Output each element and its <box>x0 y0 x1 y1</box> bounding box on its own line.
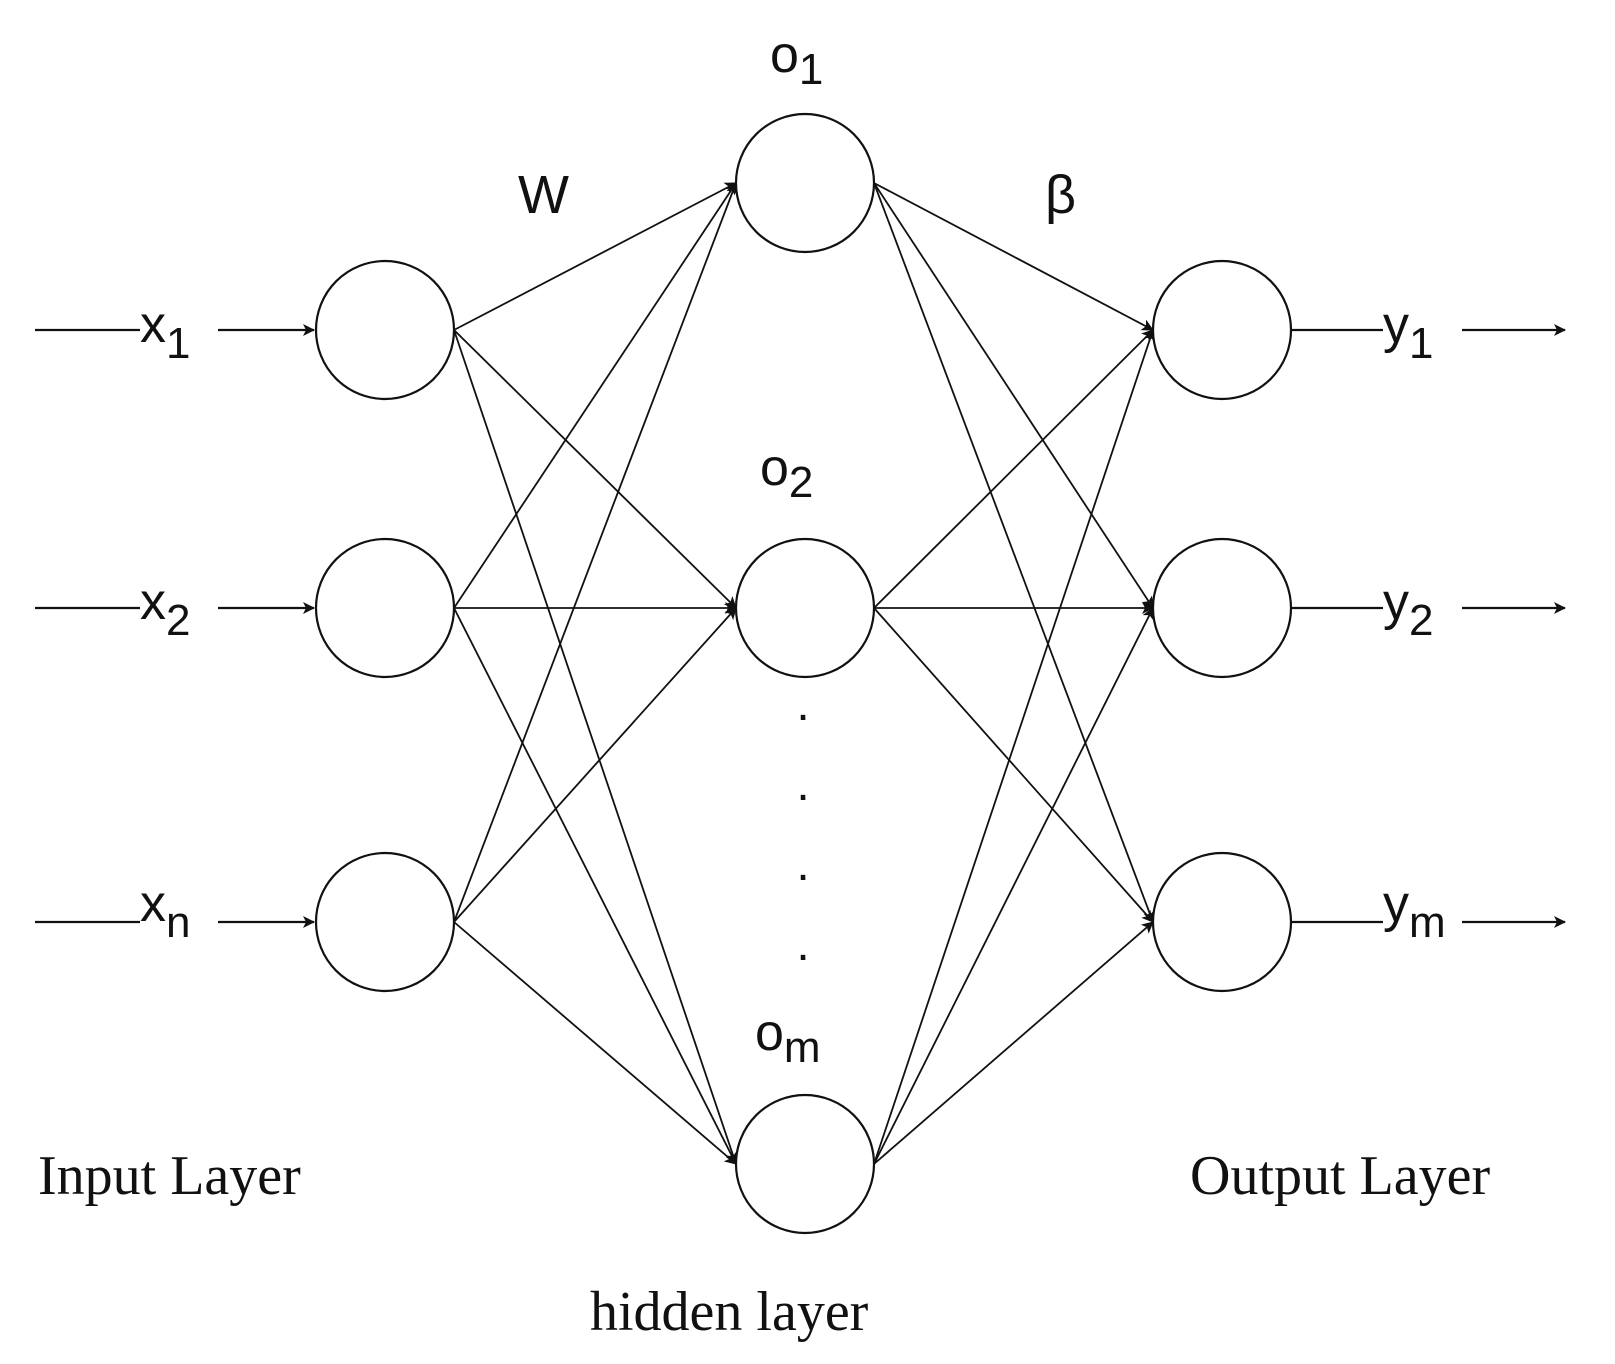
hidden-output-edge-3-2 <box>873 607 1154 1165</box>
hidden-node-3 <box>734 1093 876 1235</box>
input-hidden-edge-1-3 <box>453 329 739 1165</box>
neuron-nodes <box>314 112 1293 1235</box>
input-layer-title: Input Layer <box>38 1145 301 1207</box>
ellipsis-dot-4: . <box>796 918 809 971</box>
input-node-2 <box>314 537 456 679</box>
input-label-n: xn <box>140 875 190 947</box>
input-hidden-edge-3-3 <box>453 921 737 1165</box>
output-label-2: y2 <box>1383 573 1433 645</box>
hidden-output-edge-1-2 <box>873 182 1154 609</box>
input-hidden-edge-2-3 <box>453 607 737 1165</box>
ellipsis-dot-2: . <box>796 758 809 811</box>
output-node-2 <box>1151 537 1293 679</box>
input-label-2: x2 <box>140 573 190 645</box>
hidden-output-edge-3-3 <box>873 921 1154 1165</box>
input-hidden-edge-1-1 <box>453 182 737 331</box>
hidden-node-1 <box>734 112 876 254</box>
hidden-output-edge-3-1 <box>873 329 1156 1165</box>
output-layer-title: Output Layer <box>1190 1145 1490 1207</box>
input-node-1 <box>314 259 456 401</box>
input-hidden-edge-1-2 <box>453 329 737 609</box>
input-hidden-edge-3-1 <box>453 182 738 923</box>
output-label-1: y1 <box>1383 296 1433 368</box>
input-label-1: x1 <box>140 296 190 368</box>
output-node-3 <box>1151 851 1293 993</box>
input-output-lines <box>35 324 1566 928</box>
connection-edges <box>453 182 1156 1165</box>
output-label-m: ym <box>1383 875 1446 947</box>
hidden-output-edge-1-3 <box>873 182 1155 923</box>
hidden-node-2 <box>734 537 876 679</box>
hidden-label-1: o1 <box>770 26 823 94</box>
hidden-output-edge-2-1 <box>873 329 1154 609</box>
input-hidden-edge-3-2 <box>453 607 737 923</box>
hidden-label-2: o2 <box>760 439 813 507</box>
hidden-layer-title: hidden layer <box>590 1281 869 1343</box>
output-node-1 <box>1151 259 1293 401</box>
ellipsis-dot-3: . <box>796 838 809 891</box>
hidden-label-m: om <box>755 1004 821 1072</box>
input-hidden-edge-2-1 <box>453 182 737 609</box>
weight-label-beta: β <box>1045 165 1076 225</box>
weight-label-w: W <box>518 165 569 225</box>
hidden-output-edge-2-3 <box>873 607 1154 923</box>
input-node-3 <box>314 851 456 993</box>
hidden-output-edge-1-1 <box>873 182 1154 331</box>
ellipsis-dot-1: . <box>796 678 809 731</box>
